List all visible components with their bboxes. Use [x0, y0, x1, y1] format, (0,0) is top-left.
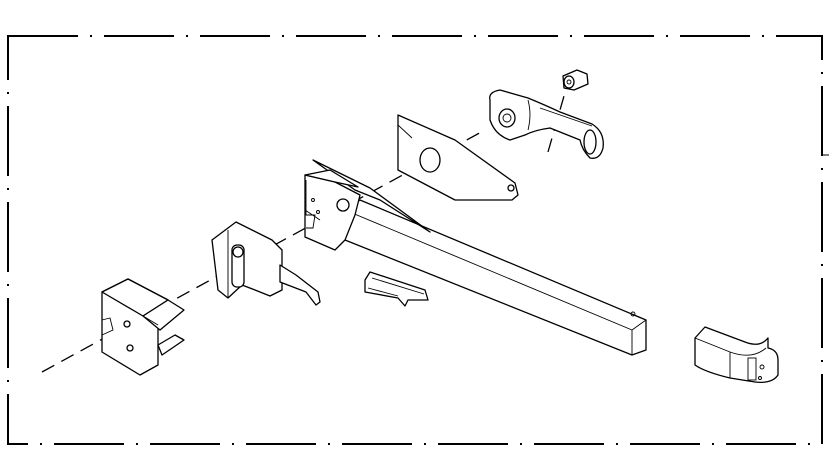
latch — [211, 221, 321, 306]
nut-axis-line — [547, 81, 569, 153]
square-tube — [344, 199, 647, 356]
mount-bracket — [304, 159, 431, 251]
handle — [489, 89, 604, 159]
drawing-frame — [7, 35, 823, 445]
nut — [562, 69, 589, 91]
end-cap-left — [101, 278, 185, 376]
clip — [364, 271, 429, 307]
end-cap-right — [694, 326, 779, 383]
mounting-plate — [397, 114, 519, 201]
